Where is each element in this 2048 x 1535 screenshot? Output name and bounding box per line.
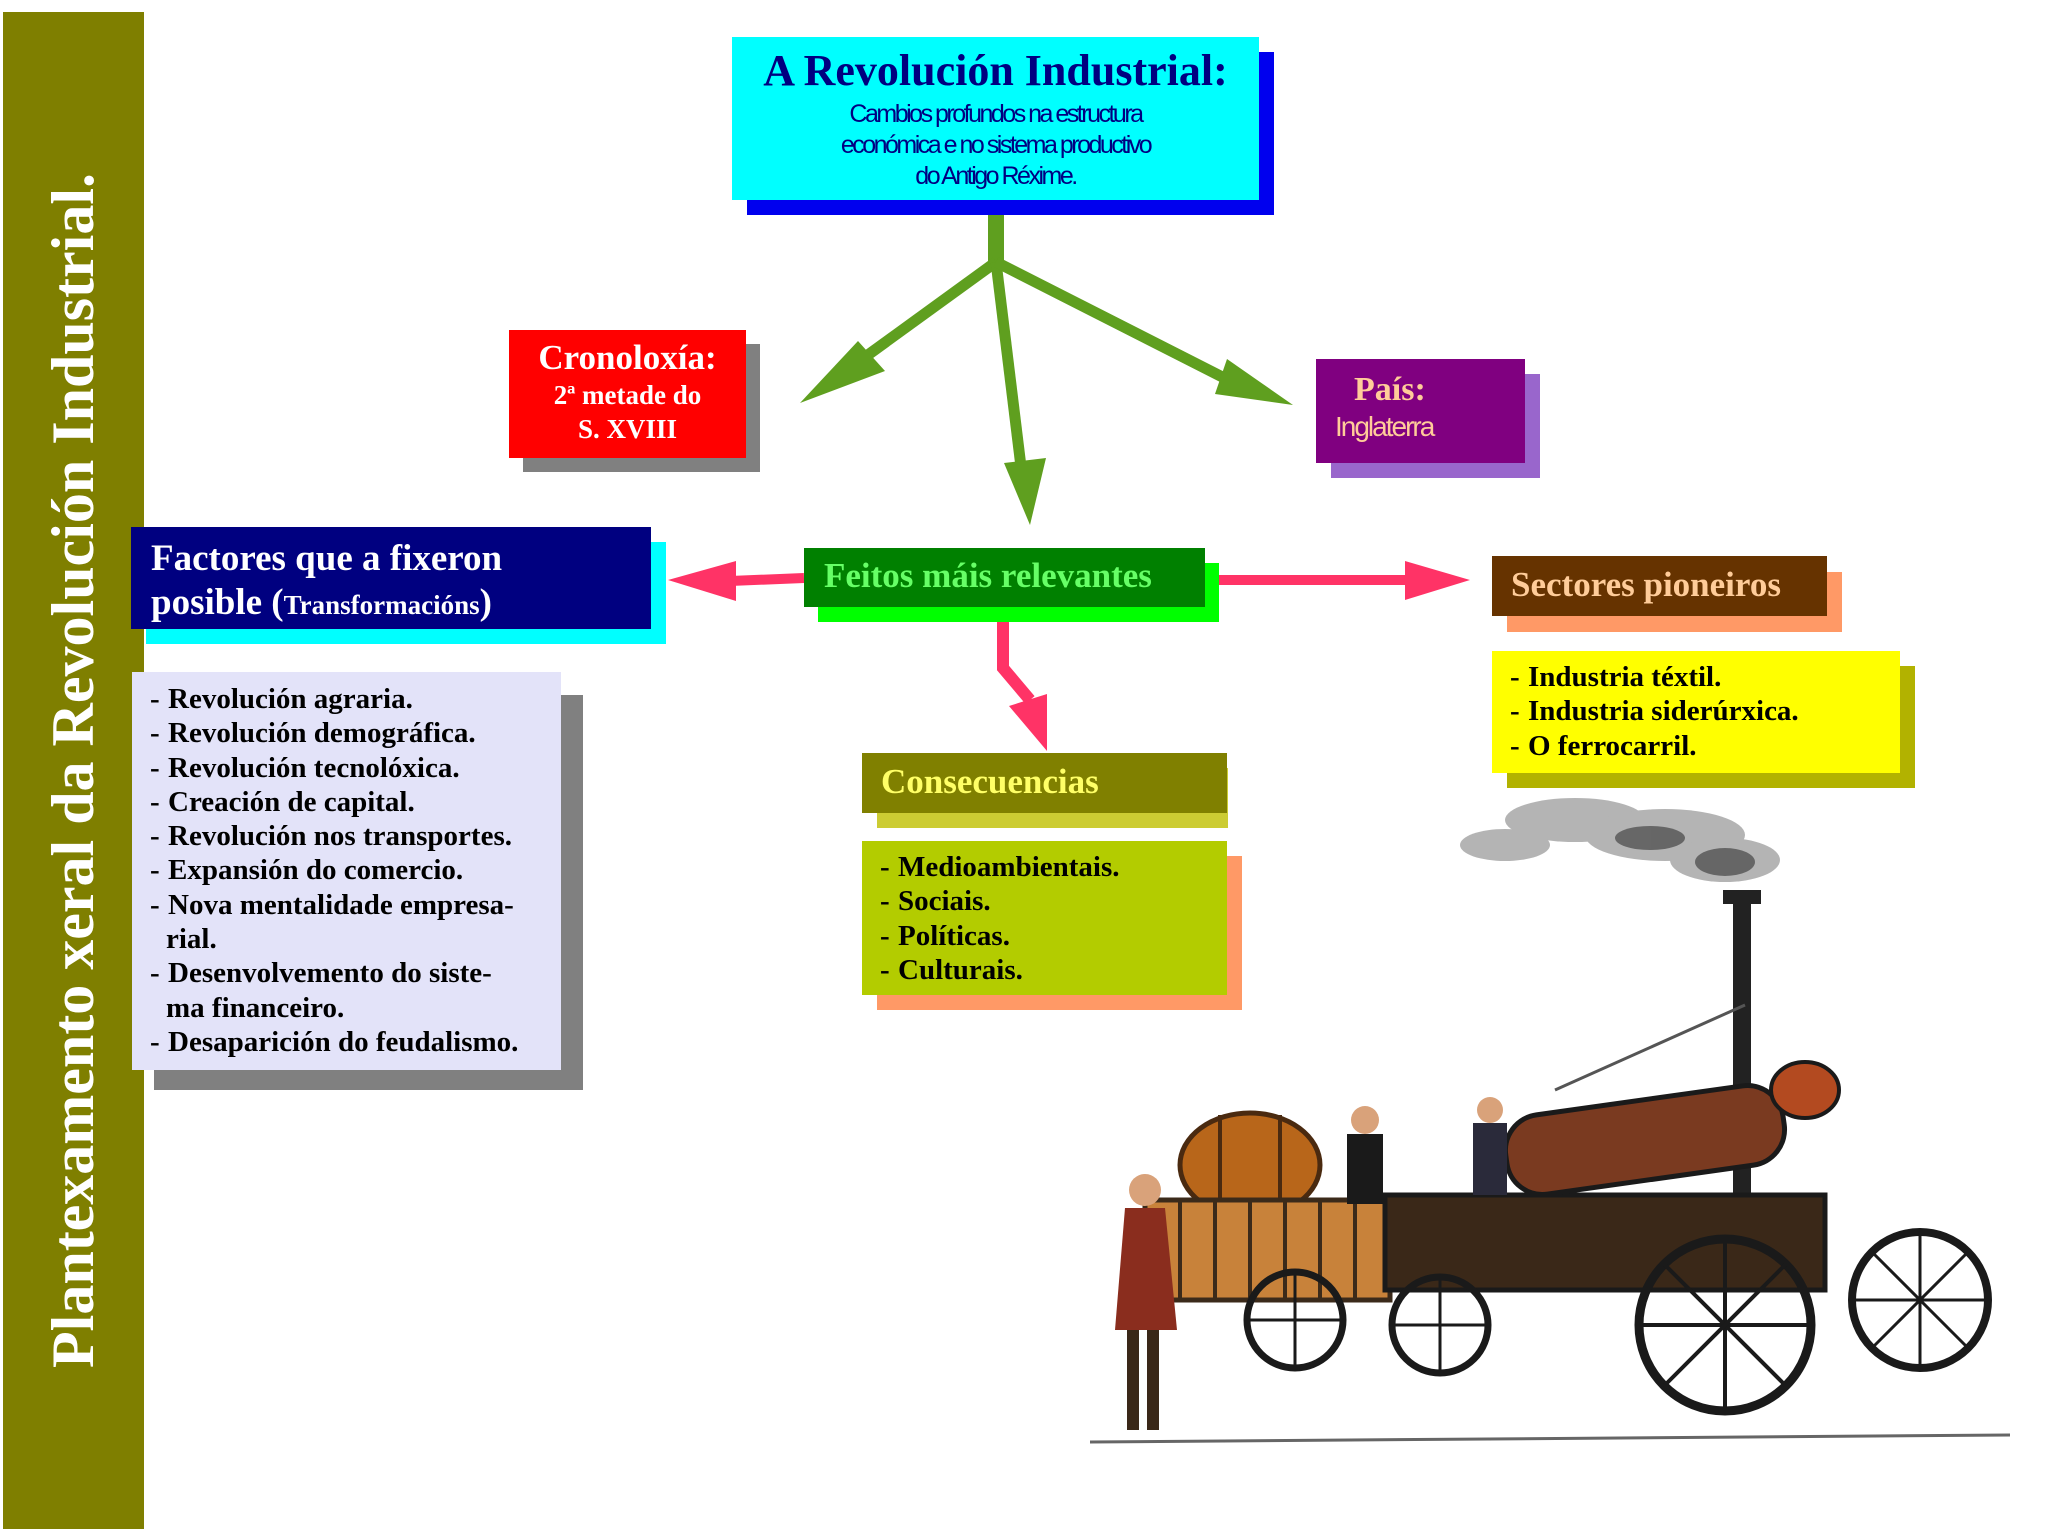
list-item-text: Nova mentalidade empresa- [168, 888, 514, 921]
steam-locomotive-illustration [1089, 798, 2011, 1444]
list-item-continuation: rial. [166, 923, 217, 956]
list-item: -Desenvolvemento do siste- [150, 957, 492, 990]
main-title: A Revolución Industrial: [763, 46, 1228, 95]
chimney-stay [1554, 1003, 1746, 1092]
list-item: -Revolución tecnolóxica. [150, 751, 460, 784]
list-item-text: O ferrocarril. [1528, 729, 1697, 762]
list-item: -O ferrocarril. [1510, 729, 1697, 762]
arrow-to-factores [729, 573, 805, 586]
factores-paren-close: ) [479, 582, 492, 623]
chimney [1733, 900, 1751, 1230]
factores-title: Factores que a fixeron posible (Transfor… [151, 537, 631, 627]
side-banner-title: Plantexamento xeral da Revolución Indust… [40, 173, 106, 1368]
side-banner: Plantexamento xeral da Revolución Indust… [3, 12, 144, 1529]
driver-figure [1347, 1106, 1383, 1204]
cronoloxia-line: 2ª metade do [553, 380, 702, 410]
list-item: -Industria siderúrxica. [1510, 695, 1799, 728]
arrowhead-consecuencias [1009, 694, 1047, 751]
main-concept-box: A Revolución Industrial: Cambios profund… [732, 37, 1259, 200]
factores-title-word: posible [151, 582, 263, 623]
main-subtitle-line: Cambios profundos na estructura [849, 100, 1144, 129]
pais-title: País: [1354, 371, 1426, 408]
arrowhead-feitos [1004, 458, 1046, 525]
main-subtitle: Cambios profundos na estructura económic… [776, 99, 1216, 192]
list-item: -Creación de capital. [150, 785, 415, 818]
feitos-box: Feitos máis relevantes [804, 548, 1205, 607]
arrow-to-feitos [990, 261, 1028, 476]
arrow-to-consecuencias [997, 622, 1035, 704]
factores-box: Factores que a fixeron posible (Transfor… [131, 527, 651, 629]
consecuencias-title: Consecuencias [881, 762, 1099, 801]
cronoloxia-line: S. XVIII [577, 414, 678, 444]
list-item-text: Industria siderúrxica. [1528, 695, 1799, 728]
list-item-text: Expansión do comercio. [168, 854, 464, 887]
list-item-text: Industria téxtil. [1528, 661, 1722, 693]
list-item: -Desaparición do feudalismo. [150, 1025, 519, 1058]
list-item: -Expansión do comercio. [150, 854, 464, 887]
sectores-box: Sectores pioneiros [1492, 556, 1827, 616]
list-item-text: Revolución nos transportes. [168, 820, 512, 853]
pais-box: País: Inglaterra [1316, 359, 1525, 463]
list-item-text: Desaparición do feudalismo. [168, 1025, 519, 1058]
consecuencias-list: -Medioambientais. -Sociais. -Políticas. … [862, 841, 1227, 995]
list-item-text: Políticas. [898, 919, 1010, 952]
list-item-text: Revolución tecnolóxica. [168, 751, 460, 784]
factores-title-note: Transformacións [283, 590, 480, 620]
arrowhead-pais [1215, 359, 1293, 405]
list-item: -Industria téxtil. [1510, 661, 1722, 693]
list-item: -Revolución nos transportes. [150, 820, 512, 853]
list-item-text: Revolución demográfica. [168, 717, 476, 750]
factores-paren-open: ( [262, 582, 284, 623]
list-item-text: Desenvolvemento do siste- [168, 957, 492, 990]
list-item: -Culturais. [880, 953, 1023, 986]
factores-title-line: Factores que a fixeron [151, 538, 503, 579]
list-item-text: Sociais. [898, 885, 991, 918]
arrowhead-sectores [1405, 561, 1470, 600]
list-item-text: Culturais. [898, 953, 1023, 986]
standing-figure [1115, 1174, 1177, 1430]
green-arrows [800, 214, 1293, 525]
main-subtitle-line: do Antigo Réxime. [915, 162, 1078, 191]
list-item: -Medioambientais. [880, 851, 1120, 883]
factores-title-line: posible (Transformacións) [151, 581, 631, 627]
arrow-to-pais [993, 257, 1247, 393]
chimney-top [1723, 890, 1761, 904]
arrowhead-cronoloxia [800, 341, 885, 403]
list-item: -Políticas. [880, 919, 1010, 952]
list-item: -Sociais. [880, 885, 991, 918]
arrow-to-cronoloxia [828, 257, 1000, 386]
consecuencias-box: Consecuencias [862, 753, 1227, 813]
sectores-title: Sectores pioneiros [1511, 565, 1781, 604]
cronoloxia-title: Cronoloxía: [538, 338, 717, 377]
list-item-text: Medioambientais. [898, 851, 1120, 883]
list-item-continuation: ma financeiro. [166, 991, 345, 1024]
list-item: -Nova mentalidade empresa- [150, 888, 514, 921]
engine-frame [1382, 1192, 1828, 1293]
fireman-figure [1473, 1097, 1507, 1195]
factores-list: -Revolución agraria. -Revolución demográ… [132, 672, 561, 1070]
list-item: -Revolución demográfica. [150, 717, 476, 750]
pais-value: Inglaterra [1335, 411, 1435, 442]
feitos-title: Feitos máis relevantes [824, 556, 1152, 595]
smoke-dark [1615, 826, 1755, 876]
dome [1769, 1060, 1841, 1120]
list-item: -Revolución agraria. [150, 683, 413, 715]
list-item-text: Revolución agraria. [168, 683, 413, 715]
list-item-text: Creación de capital. [168, 785, 415, 818]
arrowhead-factores [668, 561, 736, 601]
cronoloxia-box: Cronoloxía: 2ª metade do S. XVIII [509, 330, 746, 458]
rail-track [1089, 1433, 2011, 1444]
main-subtitle-line: económica e no sistema productivo [840, 131, 1153, 160]
cronoloxia-text: 2ª metade do S. XVIII [509, 378, 746, 446]
sectores-list: -Industria téxtil. -Industria siderúrxic… [1492, 651, 1900, 773]
